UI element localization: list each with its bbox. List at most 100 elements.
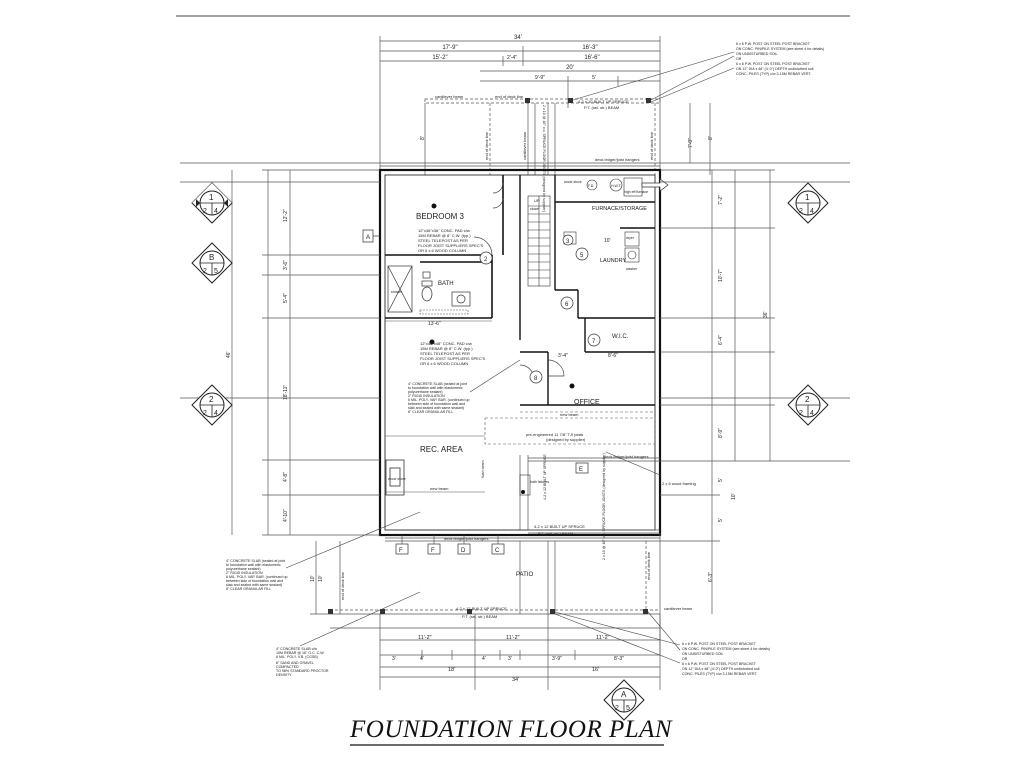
office-walls bbox=[520, 351, 655, 406]
svg-text:ON UNDISTURBED SOIL: ON UNDISTURBED SOIL bbox=[682, 652, 724, 656]
label-end-deck-bot-right: end of deck line bbox=[646, 551, 651, 580]
dim-left-e: 4'-8" bbox=[283, 472, 289, 482]
label-joist-top: 2 x 10 @ 16" o.c. SPRUCE FLOOR JOISTS (d… bbox=[542, 105, 546, 212]
lower-deck-lines bbox=[330, 457, 850, 655]
svg-text:OR: OR bbox=[682, 657, 688, 661]
label-cantilever-vert: cantilever beam bbox=[522, 131, 527, 160]
tag-2: 2 bbox=[484, 257, 488, 263]
svg-text:slab and sealed with same seal: slab and sealed with same sealant) bbox=[408, 406, 464, 410]
slab-note-exterior: 4" CONCRETE SLAB (sealed at joint to fou… bbox=[226, 559, 287, 591]
label-end-deck-vert-right: end of deck line bbox=[649, 131, 654, 160]
svg-text:DENSITY: DENSITY bbox=[276, 673, 292, 677]
dim-laundry-w: 10' bbox=[604, 238, 611, 244]
svg-text:6 MIL. POLY. VAP. BAR. (contin: 6 MIL. POLY. VAP. BAR. (continued up bbox=[408, 398, 469, 402]
bedroom-door-swing bbox=[473, 236, 493, 256]
dim-bottom-a: 11'-2" bbox=[418, 635, 432, 641]
label-shower: shower bbox=[391, 290, 403, 294]
label-deck-ledger-top: deck ledger/joist hangers bbox=[595, 157, 639, 162]
label-wood-stove-rec: wood stove bbox=[388, 477, 406, 481]
dim-left-b: 3'-6" bbox=[283, 260, 289, 270]
dim-left-f: 4'-10" bbox=[283, 509, 289, 522]
label-beam-top: P.T. (sel. str.) BEAM bbox=[584, 105, 619, 110]
post-marker bbox=[525, 98, 530, 103]
tag-6: 6 bbox=[565, 302, 569, 308]
telepost-marker bbox=[431, 203, 437, 209]
svg-text:F: F bbox=[399, 548, 403, 554]
label-beam-mid: P.T. (sel. str.) BEAM bbox=[538, 531, 573, 536]
dim-left-total: 46' bbox=[226, 351, 232, 358]
dim-top-f: 20' bbox=[566, 65, 574, 71]
post-marker bbox=[568, 98, 573, 103]
slab-note-interior: 4" CONCRETE SLAB (sealed at joint to fou… bbox=[408, 382, 469, 414]
svg-text:D: D bbox=[461, 548, 466, 554]
svg-text:6 MIL. POLY. VAP. BAR. (contin: 6 MIL. POLY. VAP. BAR. (continued up bbox=[226, 575, 287, 579]
top-dimensions bbox=[379, 36, 661, 175]
dim-bottom-c: 11'-2" bbox=[596, 635, 610, 641]
svg-text:5: 5 bbox=[626, 705, 630, 712]
svg-text:ON CONC. PIN/PILE SYSTEM (see: ON CONC. PIN/PILE SYSTEM (see sheet 4 fo… bbox=[736, 47, 824, 51]
svg-text:6 x 6 P.W. POST ON STEEL POST: 6 x 6 P.W. POST ON STEEL POST BRACKET bbox=[682, 642, 757, 646]
svg-text:1: 1 bbox=[209, 193, 214, 202]
dim-right-e: 5' bbox=[718, 478, 724, 482]
svg-text:COMPACTED: COMPACTED bbox=[276, 665, 299, 669]
slab2-leader bbox=[285, 511, 421, 569]
dim-top-h: 5' bbox=[592, 75, 596, 81]
svg-text:10M REBAR @ 16" O.C. C.W.: 10M REBAR @ 16" O.C. C.W. bbox=[276, 651, 324, 655]
drawing-title: FOUNDATION FLOOR PLAN bbox=[350, 716, 673, 743]
svg-text:2: 2 bbox=[203, 410, 207, 417]
svg-text:FLOOR JOIST SUPPLIERS SPEC'S: FLOOR JOIST SUPPLIERS SPEC'S bbox=[418, 243, 483, 248]
label-end-deck-bot-left: end of deck line bbox=[340, 571, 345, 600]
label-deck-ledger-bottom: deck ledger/joist hangers bbox=[444, 536, 488, 541]
dim-wic-w: 8'-6" bbox=[608, 353, 618, 359]
room-wic: W.I.C. bbox=[612, 334, 629, 340]
bottom-dimensions bbox=[330, 614, 661, 690]
label-new-beam: new beam bbox=[560, 412, 579, 417]
section-extension-lines bbox=[180, 181, 850, 399]
dim-office: 3'-4" bbox=[558, 353, 568, 359]
dim-left-d: 18'-11" bbox=[283, 385, 289, 400]
label-wood-framing: 2 x 6 wood framing bbox=[662, 481, 696, 486]
dim-bottom-3b: 3' bbox=[508, 656, 512, 662]
room-office: OFFICE bbox=[574, 399, 600, 406]
dim-top-e: 16'-6" bbox=[584, 55, 599, 61]
room-bedroom-3: BEDROOM 3 bbox=[416, 212, 465, 221]
section-marker-right-1: 1 2 4 bbox=[787, 182, 829, 224]
stairs-up-label: UP bbox=[534, 198, 540, 203]
svg-text:2: 2 bbox=[203, 208, 207, 215]
dim-left-a: 12'-2" bbox=[283, 209, 289, 222]
svg-text:to foundation wall with elasto: to foundation wall with elastomeric bbox=[408, 386, 463, 390]
label-wood-stove: wood stove bbox=[564, 180, 582, 184]
tag-5: 5 bbox=[580, 253, 584, 259]
label-built-up-bot: 4-2 x 12 BUILT UP SPRUCE bbox=[456, 606, 507, 611]
dim-top-d: 2'-4" bbox=[507, 55, 517, 61]
dim-bottom-3a: 3' bbox=[392, 656, 396, 662]
fireplace bbox=[385, 459, 405, 496]
section-marker-left-b: B 2 5 bbox=[191, 242, 233, 284]
post-marker bbox=[646, 98, 651, 103]
svg-text:C: C bbox=[495, 548, 500, 554]
svg-text:6" SAND AND GRAVEL: 6" SAND AND GRAVEL bbox=[276, 661, 314, 665]
dim-bottom-18: 18' bbox=[448, 667, 455, 673]
svg-text:6 MIL. POLY. V.B. (CGSB): 6 MIL. POLY. V.B. (CGSB) bbox=[276, 655, 318, 659]
dim-right-f: 5' bbox=[718, 518, 724, 522]
label-built-up-top: 4-2 x 10 BUILT UP SPRUCE bbox=[578, 99, 629, 104]
tag-3: 3 bbox=[566, 239, 570, 245]
label-beam-bot: P.T. (sel. str.) BEAM bbox=[462, 614, 497, 619]
right-dimensions bbox=[660, 169, 775, 614]
section-marker-right-2: 2 2 4 bbox=[787, 384, 829, 426]
dim-right-h: 6'-3" bbox=[708, 572, 714, 582]
svg-text:2: 2 bbox=[203, 268, 207, 275]
svg-text:4: 4 bbox=[810, 208, 814, 215]
label-dryer: dryer bbox=[626, 236, 635, 240]
dim-top-right-79: 7'-9" bbox=[688, 138, 694, 148]
wic-walls bbox=[584, 318, 655, 353]
svg-text:to foundation wall with elasto: to foundation wall with elastomeric bbox=[226, 563, 281, 567]
slab-leader bbox=[469, 359, 521, 393]
svg-text:polyurethane sealant): polyurethane sealant) bbox=[408, 390, 443, 394]
pad-note-1: 12"x36"x36" CONC. PAD c/w 15M REBAR @ 8"… bbox=[418, 228, 483, 253]
svg-text:between side of foundation wal: between side of foundation wall and bbox=[226, 579, 283, 583]
window-tag-a: A bbox=[366, 235, 370, 241]
svg-text:2: 2 bbox=[805, 395, 810, 404]
svg-text:OR 6 x 6 WOOD COLUMN: OR 6 x 6 WOOD COLUMN bbox=[418, 248, 466, 253]
svg-text:CONC. PILES (TYP) c/w 3-15M RE: CONC. PILES (TYP) c/w 3-15M REBAR VERT. bbox=[736, 72, 811, 76]
